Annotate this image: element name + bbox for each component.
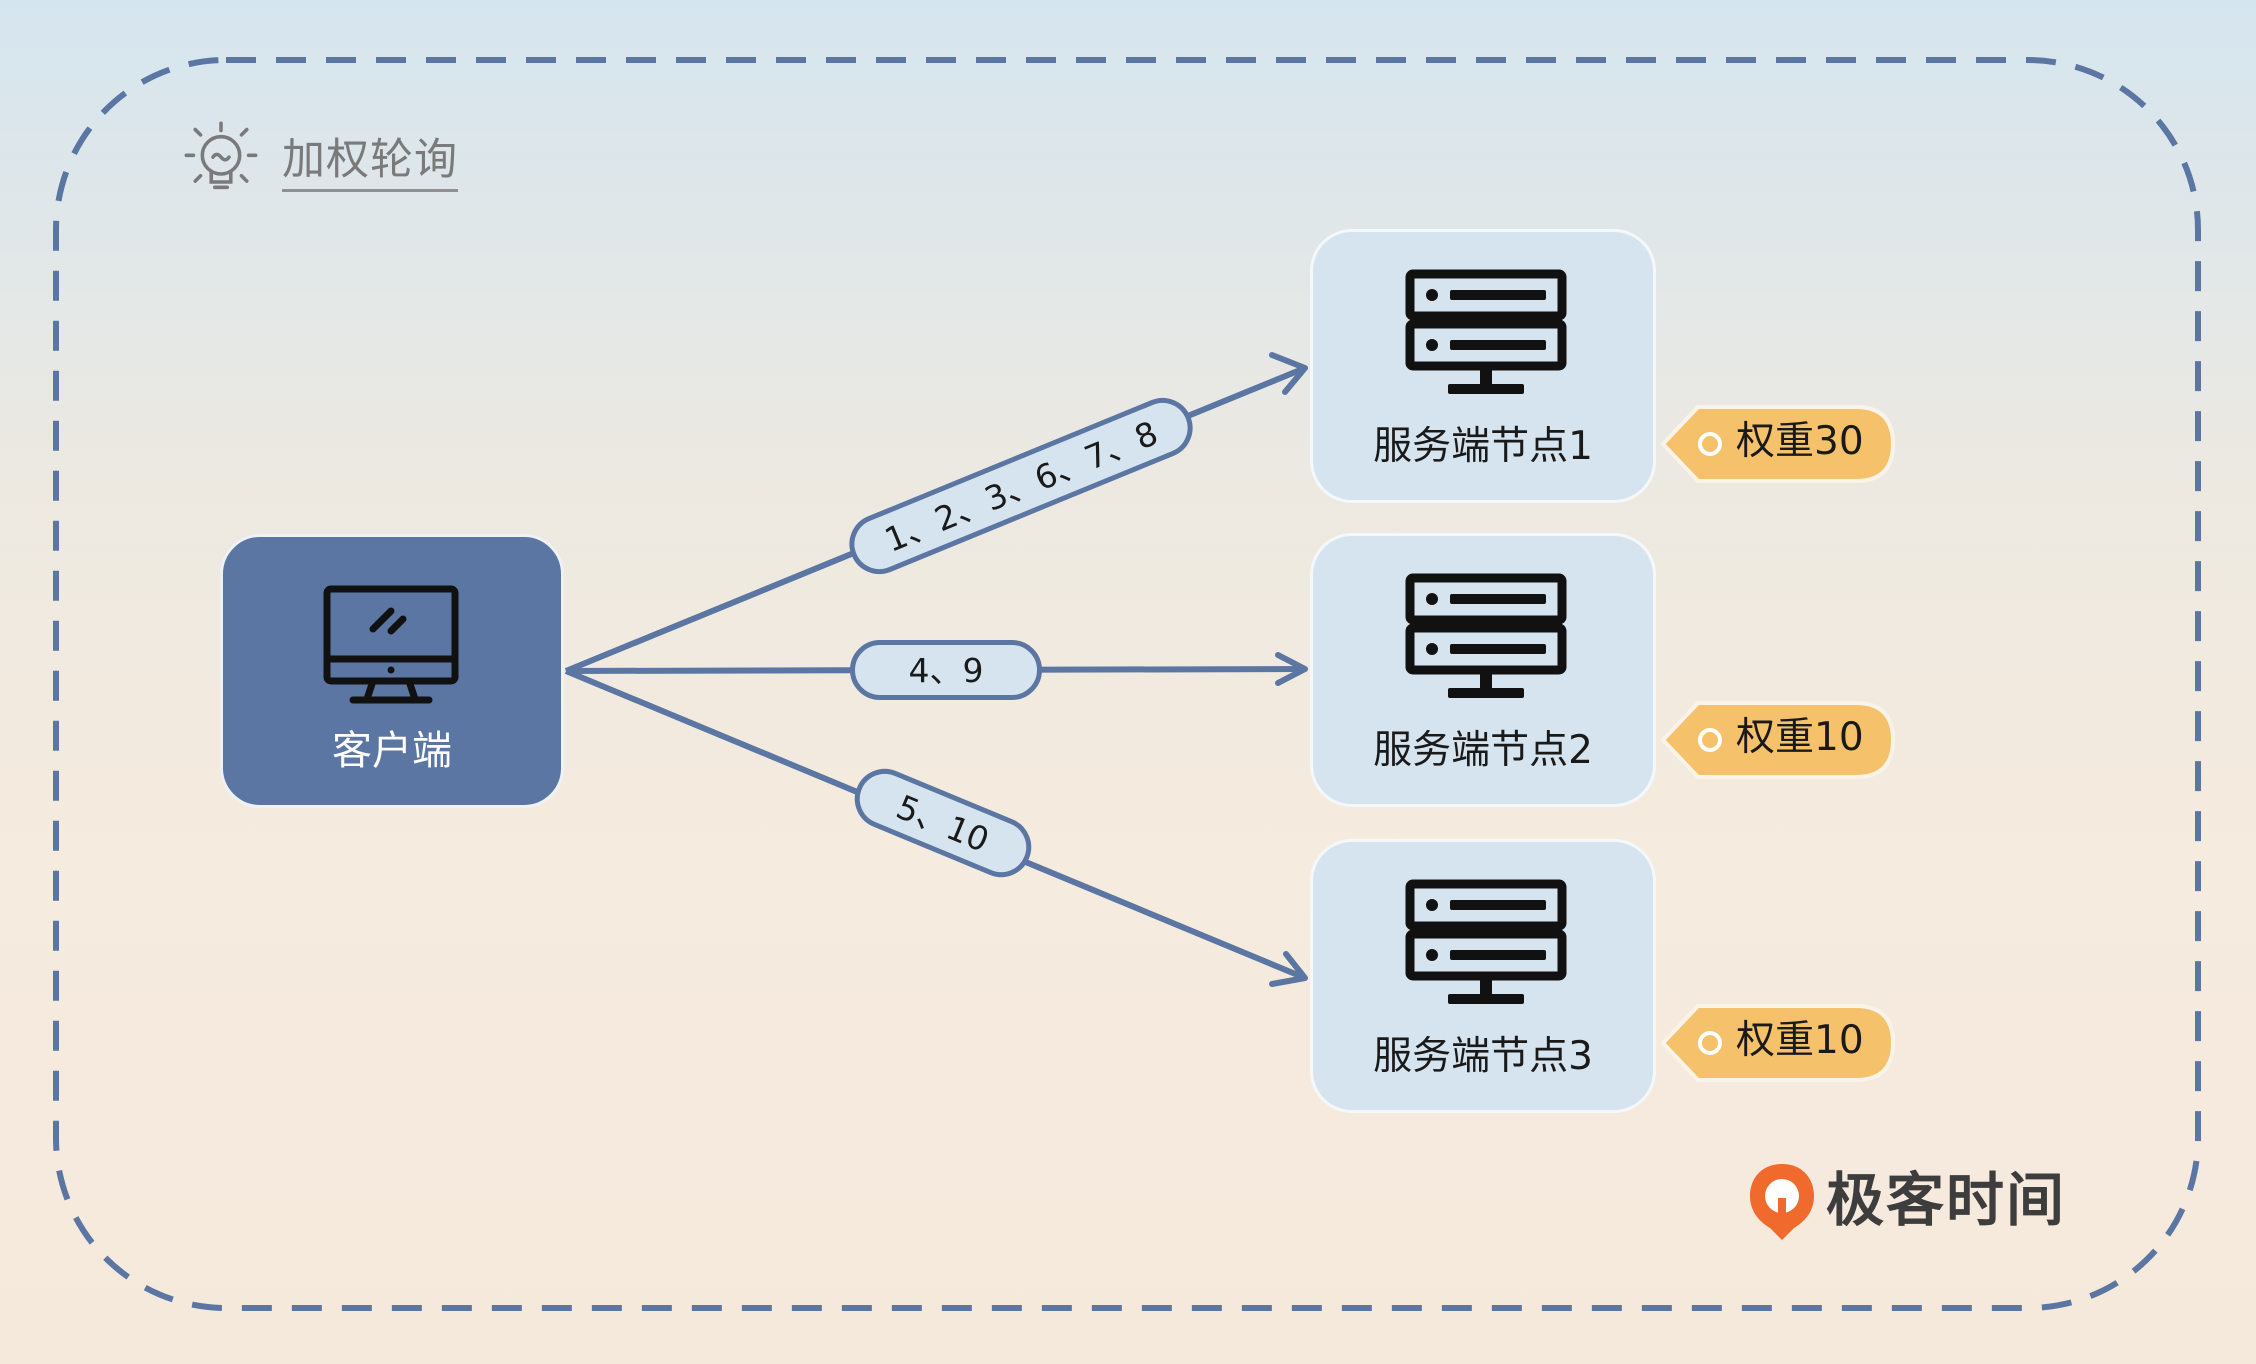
tag-shape [1660,1004,1896,1082]
weight-label: 权重30 [1736,419,1864,464]
tag-shape [1660,701,1896,779]
brand-name: 极客时间 [1826,1166,2067,1234]
server-node-1: 服务端节点1 [1310,229,1656,503]
weight-tag-2: 权重10 [1660,700,1896,780]
weight-label: 权重10 [1736,715,1864,760]
server-node-2: 服务端节点2 [1310,533,1656,807]
lightbulb-icon [184,121,258,190]
weight-tag-3: 权重10 [1660,1003,1896,1083]
page-title: 加权轮询 [282,135,458,193]
geektime-logo-icon [1750,1164,1814,1240]
weight-label: 权重10 [1736,1018,1864,1063]
weight-tag-1: 权重30 [1660,404,1896,484]
arrowhead-server-2 [1275,652,1308,686]
server-label: 服务端节点2 [1373,728,1593,773]
group-frame [53,57,2201,1311]
server-icon [1405,573,1567,698]
server-label: 服务端节点3 [1373,1034,1593,1079]
tag-shape [1660,405,1896,483]
arrowhead-server-1 [1269,352,1308,395]
edge-label-text: 4、9 [908,650,984,690]
client-label: 客户端 [332,728,452,774]
server-label: 服务端节点1 [1373,424,1593,469]
edge-label-server-2: 4、9 [850,640,1042,700]
server-node-3: 服务端节点3 [1310,839,1656,1113]
client-node: 客户端 [220,534,564,808]
server-icon [1405,879,1567,1004]
server-icon [1405,269,1567,394]
monitor-icon [323,585,459,704]
arrowhead-server-3 [1269,951,1308,987]
